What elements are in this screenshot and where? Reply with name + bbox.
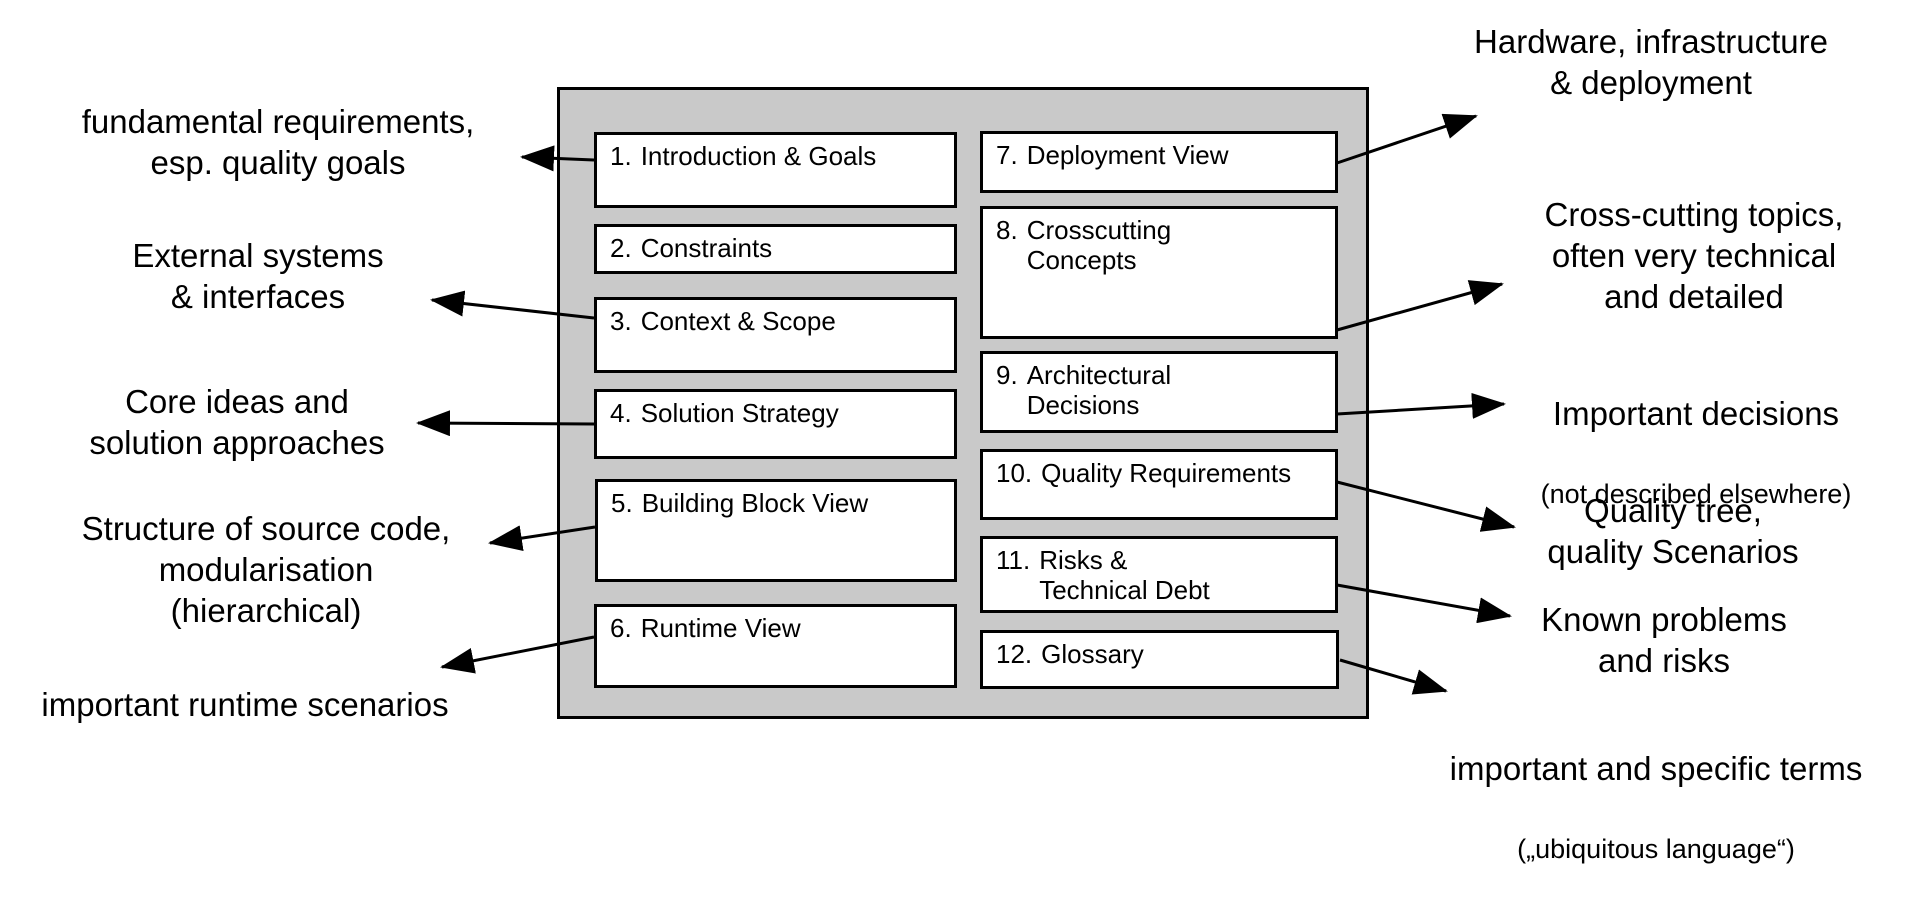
section-label: Solution Strategy [640,398,839,428]
annotation-fundamental-requirements: fundamental requirements, esp. quality g… [81,103,475,181]
annotation-external-systems: External systems & interfaces [132,237,384,315]
section-box-solution-strategy: 4. Solution Strategy [594,389,957,459]
section-box-architectural-decisions: 9. Architectural Decisions [980,351,1338,433]
section-box-glossary: 12. Glossary [980,630,1339,689]
section-number: 11. [996,545,1031,575]
section-label: Constraints [640,233,773,263]
section-box-quality-requirements: 10. Quality Requirements [980,449,1338,520]
section-label: Architectural Decisions [1026,360,1172,420]
section-number: 1. [610,141,632,171]
annotation-crosscutting-topics: Cross-cutting topics, often very technic… [1544,196,1844,315]
annotation-sub-text: („ubiquitous language“) [1517,834,1795,864]
section-number: 6. [610,613,632,643]
section-number: 4. [610,398,632,428]
annotation-runtime-scenarios: important runtime scenarios [41,686,449,723]
annotation-structure-source-code: Structure of source code, modularisation… [81,510,451,629]
section-box-building-block-view: 5. Building Block View [595,479,957,582]
section-label: Building Block View [641,488,869,518]
section-label: Quality Requirements [1041,458,1292,488]
annotation-main-text: Important decisions [1552,395,1840,432]
section-number: 9. [996,360,1018,390]
annotation-important-decisions: Important decisions (not described elsew… [1496,352,1896,554]
annotation-quality-tree: Quality tree, quality Scenarios [1547,492,1799,570]
section-label: Glossary [1041,639,1144,669]
section-number: 7. [996,140,1018,170]
annotation-hardware-infrastructure: Hardware, infrastructure & deployment [1474,23,1828,101]
section-number: 8. [996,215,1018,245]
annotation-important-terms: important and specific terms („ubiquitou… [1406,707,1906,909]
section-number: 3. [610,306,632,336]
annotation-sub-text: (not described elsewhere) [1540,479,1852,509]
annotation-core-ideas: Core ideas and solution approaches [89,383,385,461]
annotation-known-problems: Known problems and risks [1541,601,1787,679]
section-box-risks-technical-debt: 11. Risks & Technical Debt [980,536,1338,613]
section-number: 5. [611,488,633,518]
section-label: Introduction & Goals [640,141,877,171]
arc42-overview-diagram: { "colors": { "container_fill": "#c9c9c9… [41,23,1896,864]
section-number: 2. [610,233,632,263]
section-box-constraints: 2. Constraints [594,224,957,274]
section-box-context-scope: 3. Context & Scope [594,297,957,373]
section-number: 12. [996,639,1033,669]
section-box-introduction-goals: 1. Introduction & Goals [594,132,957,208]
section-box-deployment-view: 7. Deployment View [980,131,1338,193]
section-label: Risks & Technical Debt [1039,545,1210,605]
section-label: Deployment View [1026,140,1229,170]
section-number: 10. [996,458,1033,488]
section-label: Crosscutting Concepts [1026,215,1172,275]
annotation-main-text: important and specific terms [1449,750,1863,787]
section-label: Context & Scope [640,306,836,336]
section-label: Runtime View [640,613,801,643]
section-box-crosscutting-concepts: 8. Crosscutting Concepts [980,206,1338,339]
section-box-runtime-view: 6. Runtime View [594,604,957,688]
